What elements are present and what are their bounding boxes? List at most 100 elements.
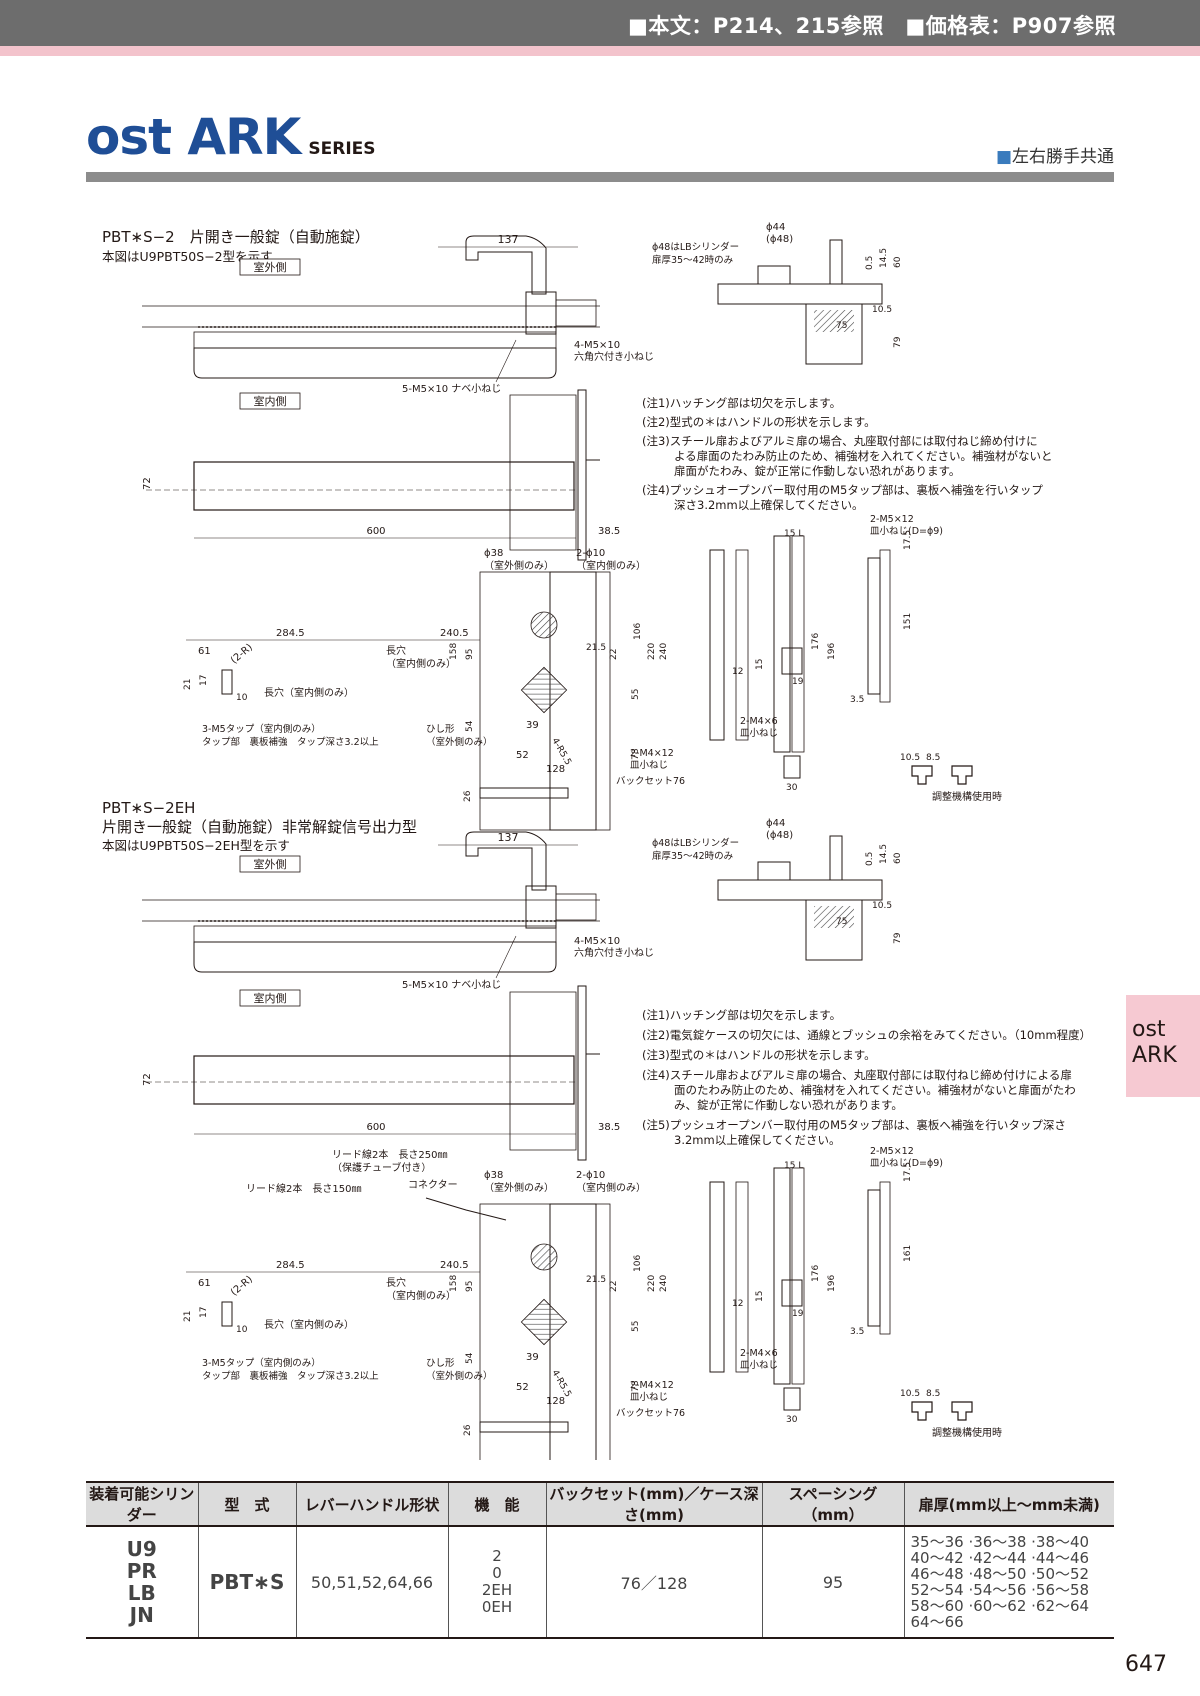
svg-text:ϕ44: ϕ44 [766, 818, 785, 829]
svg-text:10: 10 [236, 1325, 248, 1335]
svg-text:78: 78 [631, 1380, 641, 1392]
section1-title: PBT∗S−2 片開き一般錠（自動施錠） [102, 228, 370, 246]
svg-text:2-M4×6: 2-M4×6 [740, 1348, 778, 1359]
svg-text:22: 22 [609, 1281, 619, 1292]
common-note: ■左右勝手共通 [995, 147, 1114, 167]
svg-text:ϕ38: ϕ38 [484, 1170, 503, 1181]
square-icon: ■ [995, 147, 1012, 167]
svg-text:220: 220 [647, 1275, 657, 1292]
svg-text:2-M5×12: 2-M5×12 [870, 514, 914, 525]
svg-text:600: 600 [366, 1122, 385, 1133]
svg-text:長穴: 長穴 [386, 1276, 406, 1289]
svg-text:皿小ねじ: 皿小ねじ [740, 728, 778, 739]
svg-text:（室外側のみ）: （室外側のみ） [484, 559, 554, 572]
svg-text:72: 72 [142, 1073, 153, 1086]
svg-text:52: 52 [516, 1382, 529, 1393]
svg-text:よる扉面のたわみ防止のため、補強材を入れてください。補強材が: よる扉面のたわみ防止のため、補強材を入れてください。補強材がないと [674, 449, 1052, 463]
svg-text:(2-R): (2-R) [229, 1274, 255, 1298]
svg-text:室外側: 室外側 [254, 857, 287, 871]
header-backset: バックセット(mm)／ケース深さ(mm) [545, 1481, 763, 1527]
svg-text:長穴（室内側のみ）: 長穴（室内側のみ） [264, 686, 354, 699]
header-cylinder: 装着可能シリンダー [86, 1481, 199, 1527]
header-thickness: 扉厚(mm以上〜mm未満) [903, 1481, 1114, 1527]
section2-subtitle: 本図はU9PBT50S−2EH型を示す [102, 838, 290, 853]
svg-text:ひし形: ひし形 [426, 723, 455, 735]
svg-text:61: 61 [198, 1278, 211, 1289]
svg-text:(注2)型式の＊はハンドルの形状を示します。: (注2)型式の＊はハンドルの形状を示します。 [642, 415, 876, 429]
header-handle: レバーハンドル形状 [295, 1481, 449, 1527]
svg-text:95: 95 [465, 649, 475, 660]
series-rule [86, 172, 1114, 182]
svg-text:39: 39 [526, 1352, 539, 1363]
svg-text:六角穴付き小ねじ: 六角穴付き小ねじ [574, 946, 654, 959]
cell-model: PBT∗S [197, 1526, 297, 1639]
svg-text:長穴（室内側のみ）: 長穴（室内側のみ） [264, 1318, 354, 1331]
series-brand: ost ARK [86, 108, 301, 166]
side-index-tab[interactable]: ost ARK [1126, 995, 1200, 1097]
svg-text:皿小ねじ: 皿小ねじ [630, 760, 668, 771]
section1-drawing: PBT∗S−2 片開き一般錠（自動施錠） 本図はU9PBT50S−2型を示す 室… [102, 222, 1052, 831]
page-number: 647 [1125, 1652, 1167, 1677]
svg-text:六角穴付き小ねじ: 六角穴付き小ねじ [574, 350, 654, 363]
svg-text:240: 240 [659, 643, 669, 660]
svg-text:10: 10 [236, 693, 248, 703]
series-sub: SERIES [308, 139, 376, 159]
svg-text:14.5: 14.5 [879, 844, 889, 864]
svg-text:ひし形: ひし形 [426, 1357, 455, 1369]
indoor-label: 室内側 [254, 394, 287, 408]
svg-text:10.5: 10.5 [872, 901, 892, 911]
section1-subtitle: 本図はU9PBT50S−2型を示す [102, 249, 273, 264]
svg-text:リード線2本 長さ150㎜: リード線2本 長さ150㎜ [246, 1182, 361, 1195]
svg-text:72: 72 [142, 477, 153, 490]
svg-text:284.5: 284.5 [276, 628, 305, 639]
header-model: 型 式 [197, 1481, 297, 1527]
cell-functions: 2 0 2EH 0EH [447, 1526, 547, 1639]
svg-text:30: 30 [786, 783, 798, 793]
svg-text:5-M5×10 ナベ小ねじ: 5-M5×10 ナベ小ねじ [402, 979, 501, 991]
svg-text:137: 137 [498, 831, 519, 844]
svg-text:60: 60 [893, 256, 903, 268]
svg-text:3.5: 3.5 [850, 1327, 864, 1337]
svg-text:8.5: 8.5 [926, 753, 940, 763]
svg-text:2-M5×12: 2-M5×12 [870, 1146, 914, 1157]
svg-text:17.5: 17.5 [903, 1162, 913, 1182]
svg-text:17: 17 [199, 1307, 209, 1318]
svg-text:14.5: 14.5 [879, 248, 889, 268]
svg-text:4-M5×10: 4-M5×10 [574, 340, 620, 351]
svg-text:60: 60 [893, 852, 903, 864]
svg-text:皿小ねじ(D=ϕ9): 皿小ねじ(D=ϕ9) [870, 1158, 943, 1169]
svg-text:バックセット76: バックセット76 [616, 776, 685, 787]
cell-backset: 76／128 [545, 1526, 763, 1639]
svg-text:21: 21 [183, 1311, 193, 1322]
svg-text:タップ部 裏板補強 タップ深さ3.2以上: タップ部 裏板補強 タップ深さ3.2以上 [202, 736, 379, 748]
svg-text:(注1)ハッチング部は切欠を示します。: (注1)ハッチング部は切欠を示します。 [642, 396, 841, 410]
svg-text:皿小ねじ: 皿小ねじ [630, 1392, 668, 1403]
svg-text:12: 12 [732, 1299, 743, 1309]
svg-text:ϕ48はLBシリンダー: ϕ48はLBシリンダー [652, 241, 739, 253]
svg-text:10.5: 10.5 [900, 753, 920, 763]
svg-text:（室外側のみ）: （室外側のみ） [426, 736, 493, 748]
svg-text:26: 26 [463, 790, 473, 802]
svg-text:（室内側のみ）: （室内側のみ） [386, 657, 456, 670]
svg-text:12: 12 [732, 667, 743, 677]
svg-text:ϕ38: ϕ38 [484, 548, 503, 559]
table-row: U9 PR LB JN PBT∗S 50,51,52,64,66 2 0 2EH… [86, 1526, 1114, 1639]
svg-text:284.5: 284.5 [276, 1260, 305, 1271]
svg-text:リード線2本 長さ250㎜: リード線2本 長さ250㎜ [332, 1148, 447, 1161]
svg-text:0.5: 0.5 [865, 256, 875, 270]
section2-drawing: PBT∗S−2EH 片開き一般錠（自動施錠）非常解錠信号出力型 本図はU9PBT… [102, 799, 1091, 1460]
svg-text:4-M5×10: 4-M5×10 [574, 936, 620, 947]
svg-text:176: 176 [811, 633, 821, 650]
header-accent-stripe [0, 46, 1200, 56]
svg-text:15: 15 [755, 659, 765, 670]
svg-text:コネクター: コネクター [408, 1179, 458, 1191]
svg-text:55: 55 [631, 689, 641, 700]
svg-text:3-M5タップ（室内側のみ）: 3-M5タップ（室内側のみ） [202, 1357, 321, 1369]
svg-text:220: 220 [647, 643, 657, 660]
svg-text:600: 600 [366, 526, 385, 537]
svg-text:2-ϕ10: 2-ϕ10 [576, 1170, 605, 1181]
svg-text:30: 30 [786, 1415, 798, 1425]
svg-text:106: 106 [633, 623, 643, 640]
svg-text:55: 55 [631, 1321, 641, 1332]
svg-text:8.5: 8.5 [926, 1389, 940, 1399]
